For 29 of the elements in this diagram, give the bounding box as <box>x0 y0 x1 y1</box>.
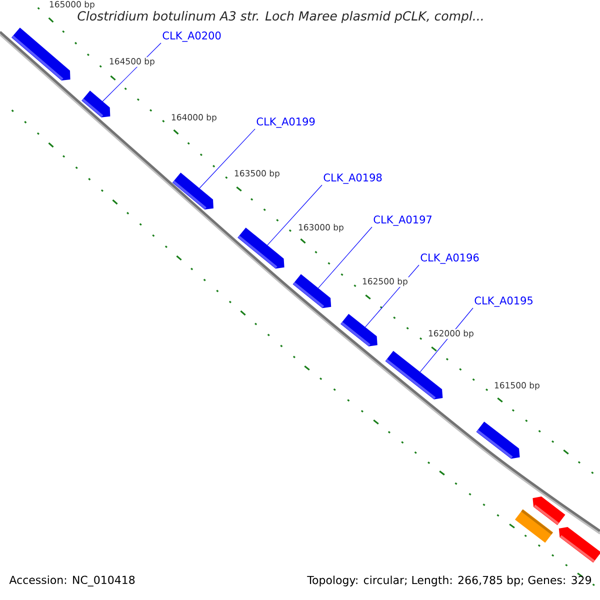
leader-line <box>199 128 256 189</box>
gene-block <box>532 496 566 526</box>
gene-block <box>172 172 214 210</box>
gene-label: CLK_A0200 <box>162 32 221 42</box>
gene-block <box>476 422 520 459</box>
gene-block <box>11 28 70 80</box>
gene-block <box>292 274 332 308</box>
gene-block <box>385 350 443 400</box>
scale-label: 162500 bp <box>361 277 409 287</box>
scale-label: 162000 bp <box>427 329 475 339</box>
gene-label: CLK_A0195 <box>474 296 532 307</box>
gene-block <box>340 314 378 346</box>
gene-block <box>238 228 284 269</box>
gene-label: CLK_A0196 <box>420 254 479 264</box>
scale-label: 163000 bp <box>297 223 345 233</box>
scale-label: 164000 bp <box>170 113 218 123</box>
footer-text: Accession: NC_010418 <box>9 576 135 586</box>
gene-label: CLK_A0199 <box>256 118 315 128</box>
scale-label: 163500 bp <box>233 169 281 179</box>
scale-label: 161500 bp <box>493 381 541 391</box>
scale-label: 165000 bp <box>48 0 96 10</box>
gene-label: CLK_A0197 <box>374 216 432 226</box>
leader-line <box>267 184 322 246</box>
title: Clostridium botulinum A3 str. Loch Maree plasmid pCLK, compl... <box>78 10 483 24</box>
scale-label: 164500 bp <box>108 57 156 67</box>
leader-line <box>318 226 372 288</box>
gene-label: CLK_A0198 <box>324 174 382 184</box>
gene-block <box>82 90 110 118</box>
gene-block <box>558 526 600 563</box>
